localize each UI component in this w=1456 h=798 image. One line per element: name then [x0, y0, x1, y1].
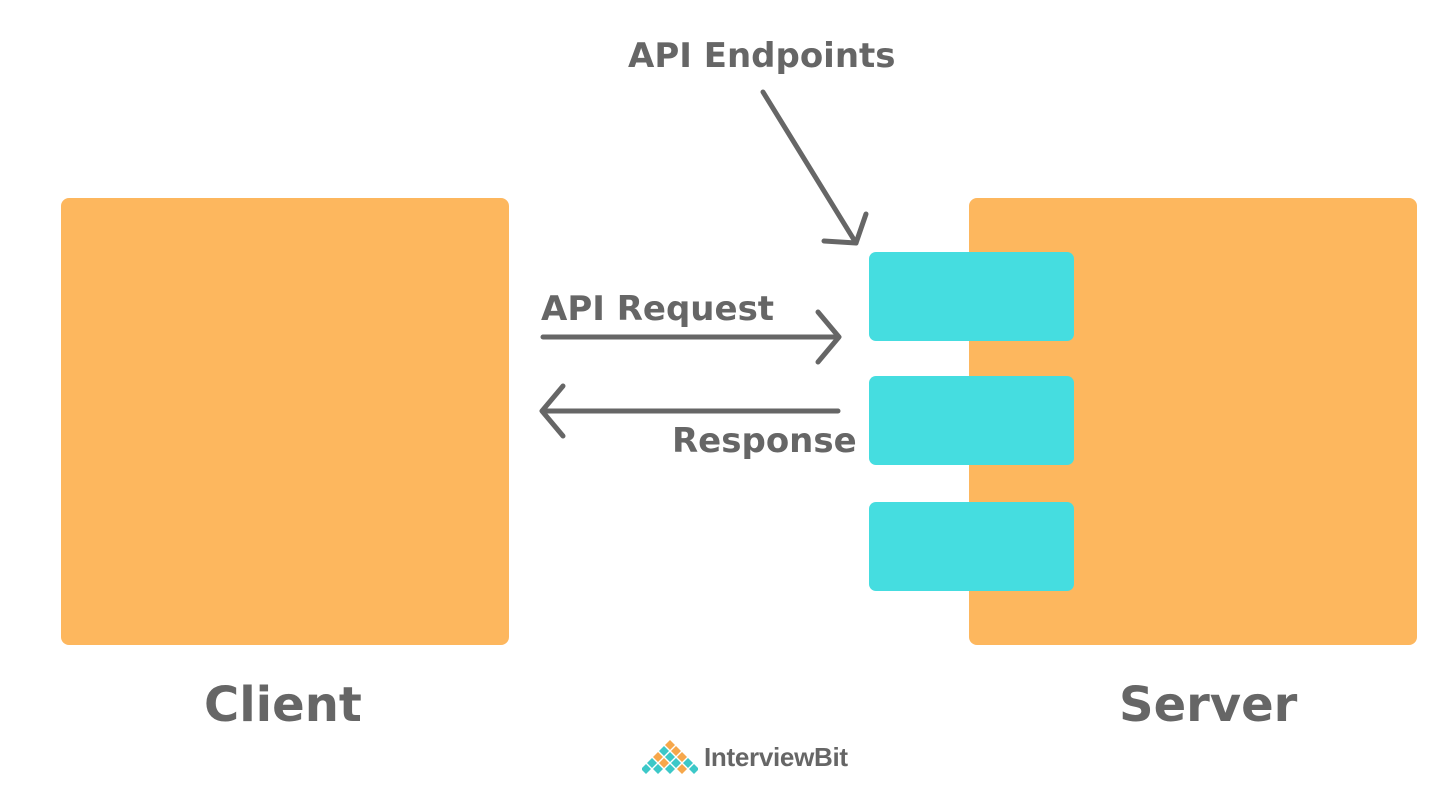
request-arrow — [540, 309, 842, 365]
client-label: Client — [204, 677, 362, 733]
api-endpoints-label: API Endpoints — [628, 36, 896, 76]
response-label: Response — [672, 421, 857, 461]
api-request-label: API Request — [541, 289, 775, 329]
brand-name: InterviewBit — [704, 741, 848, 772]
response-arrow — [539, 383, 841, 439]
endpoints-pointer-arrow — [760, 89, 869, 246]
server-label: Server — [1119, 677, 1298, 733]
client-box — [61, 198, 509, 645]
interviewbit-brand: InterviewBit — [642, 739, 848, 775]
api-endpoint-2 — [869, 376, 1074, 465]
diamond-grid-logo-icon — [642, 740, 698, 774]
api-endpoint-3 — [869, 502, 1074, 591]
api-endpoint-1 — [869, 252, 1074, 341]
